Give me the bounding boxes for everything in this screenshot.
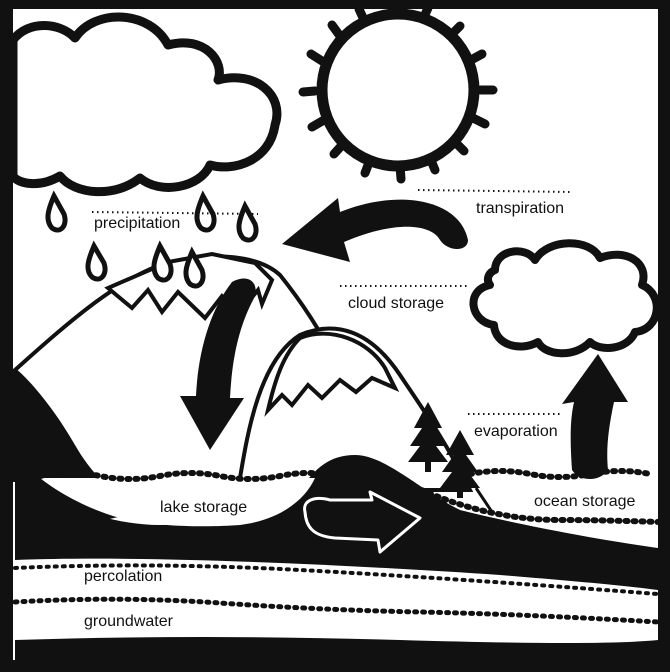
label-evaporation: evaporation <box>474 423 558 440</box>
label-groundwater: groundwater <box>84 613 174 630</box>
label-cloud-storage: cloud storage <box>348 295 444 312</box>
label-ocean-storage: ocean storage <box>534 493 636 510</box>
label-lake-storage: lake storage <box>160 499 247 516</box>
label-transpiration: transpiration <box>476 200 564 217</box>
label-percolation: percolation <box>84 568 162 585</box>
label-precipitation: precipitation <box>94 215 180 232</box>
cloud-icon <box>473 243 656 353</box>
